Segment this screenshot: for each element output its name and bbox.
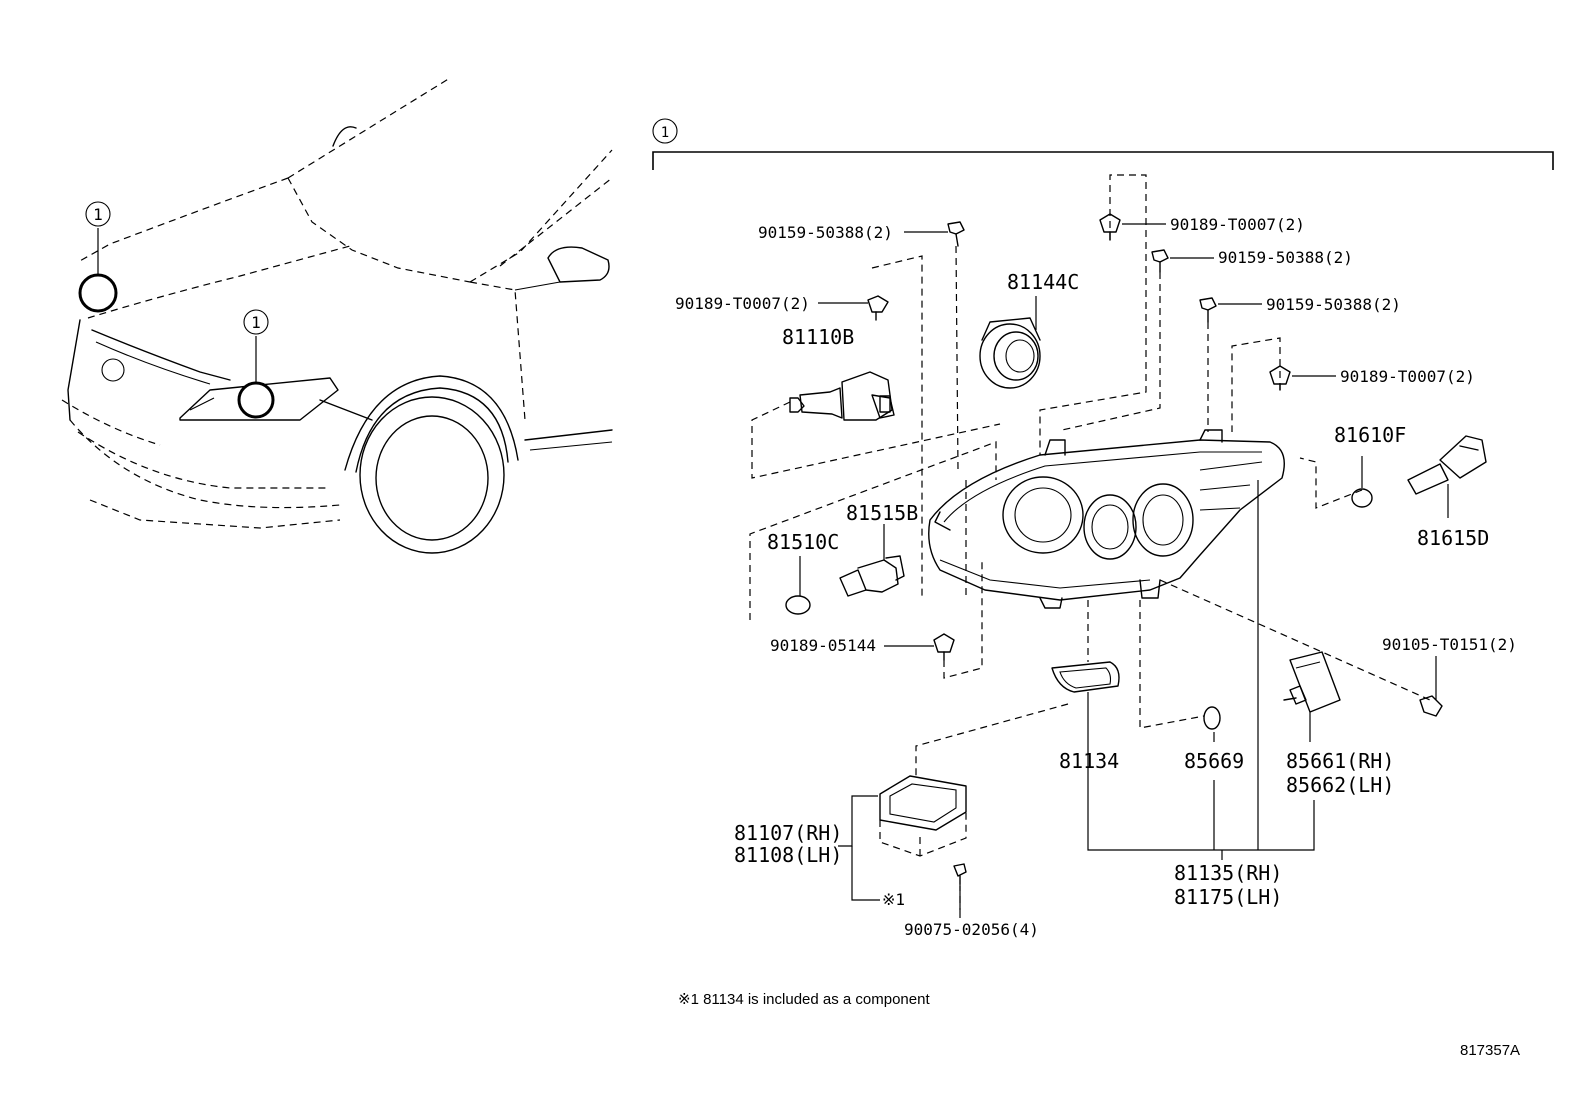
label-clip-a: 90189-T0007(2): [675, 294, 810, 313]
label-bulb-front: 81510C: [767, 530, 839, 554]
index-marker: 1: [661, 125, 669, 141]
label-ballast-lh: 81108(LH): [734, 843, 842, 867]
bulb-high-beam-illustration: [789, 371, 895, 421]
label-retainer-ring: 81144C: [1007, 270, 1079, 294]
label-ballast-screw: 90075-02056(4): [904, 920, 1039, 939]
label-ballast-rh: 81107(RH): [734, 821, 842, 845]
label-socket-side: 81615D: [1417, 526, 1489, 550]
label-bulb-side: 81610F: [1334, 423, 1406, 447]
label-socket-front: 81515B: [846, 501, 918, 525]
car-callout-1: 1: [93, 205, 103, 224]
label-oring: 85669: [1184, 749, 1244, 773]
label-screw-c: 90159-50388(2): [1266, 295, 1401, 314]
part-labels: 90159-50388(2) 90189-T0007(2) 81110B 811…: [675, 215, 1517, 939]
callout-circle-headlamp-front: [237, 381, 275, 419]
front-bulb-socket-illustration: [785, 555, 905, 615]
side-bulb-socket-illustration: [1351, 435, 1487, 508]
label-leveling-motor-rh: 85661(RH): [1286, 749, 1394, 773]
headlamp-assembly-illustration: [928, 429, 1285, 609]
leveling-motor-illustration: [1283, 651, 1341, 713]
car-front-illustration: 1 1: [61, 77, 613, 554]
label-bulb-high: 81110B: [782, 325, 854, 349]
label-headlamp-assy-lh: 81175(LH): [1174, 885, 1282, 909]
oring-illustration: [1203, 706, 1221, 730]
label-screw-b: 90159-50388(2): [1218, 248, 1353, 267]
footnote: ※1 81134 is included as a component: [678, 991, 930, 1008]
label-gasket: 81134: [1059, 749, 1119, 773]
figure-code: 817357A: [1460, 1042, 1520, 1059]
label-bolt: 90105-T0151(2): [1382, 635, 1517, 654]
gasket-illustration: [1051, 661, 1120, 693]
index-bracket: 1: [652, 118, 1554, 170]
label-ballast-note-ref: ※1: [882, 890, 905, 909]
label-headlamp-assy-rh: 81135(RH): [1174, 861, 1282, 885]
label-screw-a: 90159-50388(2): [758, 223, 893, 242]
fastener-illustrations: [867, 213, 1443, 885]
assembly-dashed-lines: [749, 174, 1431, 910]
label-clip-b: 90189-T0007(2): [1170, 215, 1305, 234]
leader-lines: [799, 223, 1449, 918]
car-callout-2: 1: [251, 313, 261, 332]
label-clip-c: 90189-T0007(2): [1340, 367, 1475, 386]
callout-circle-headlamp-top: [78, 273, 118, 313]
label-leveling-motor-lh: 85662(LH): [1286, 773, 1394, 797]
retainer-ring-illustration: [979, 317, 1041, 389]
ballast-illustration: [879, 775, 967, 857]
label-clip-d: 90189-05144: [770, 636, 876, 655]
